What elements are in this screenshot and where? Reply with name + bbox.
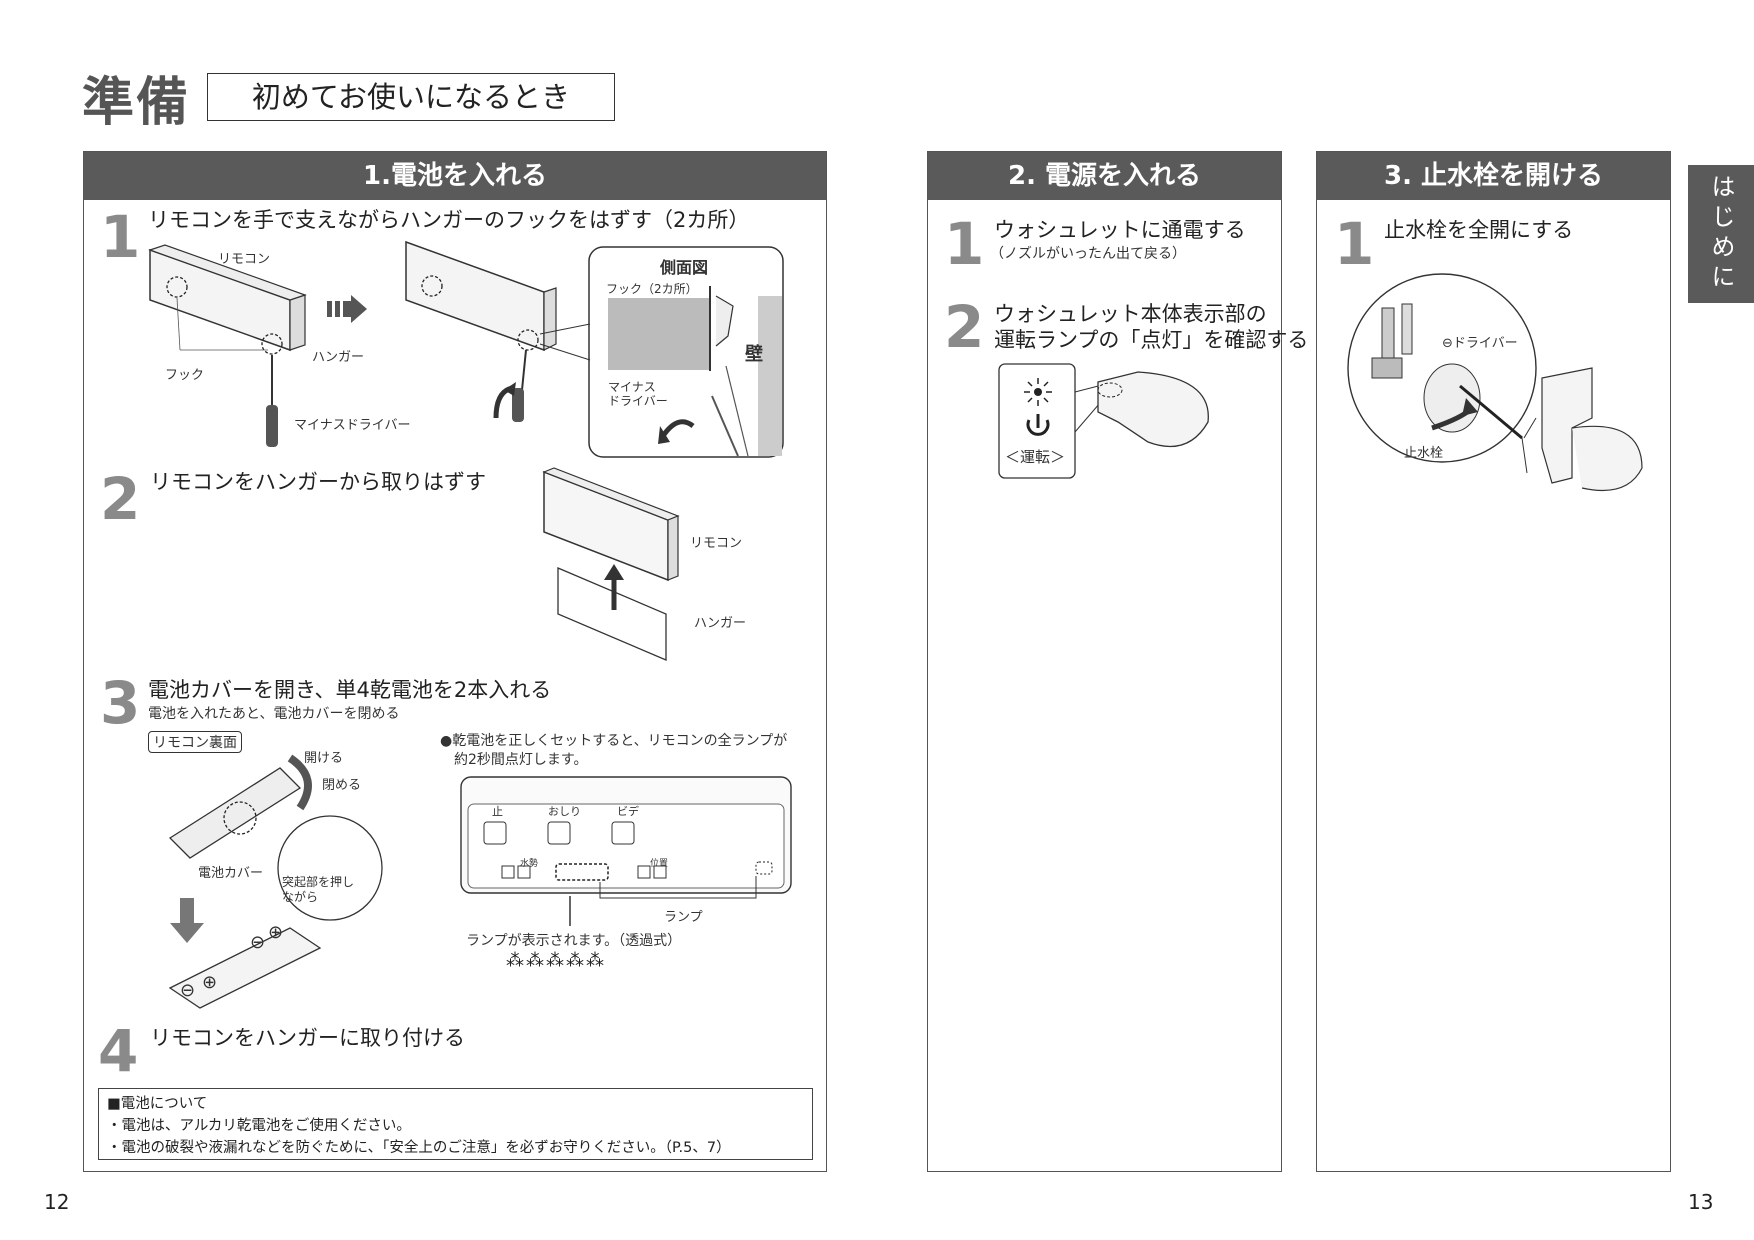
step-subtext: （ノズルがいったん出て戻る） xyxy=(990,246,1186,262)
step-text: ウォシュレット本体表示部の xyxy=(994,302,1267,326)
remote-position-label: 位置 xyxy=(650,859,669,869)
label-open: 開ける xyxy=(304,751,344,766)
step-number: 3 xyxy=(100,669,141,737)
label-remocon-2: リモコン xyxy=(690,536,743,551)
note-title: ■電池について xyxy=(107,1096,208,1112)
lamp-note-a: ●乾電池を正しくセットすると、リモコンの全ランプが xyxy=(440,733,788,749)
remote-btn-stop: 止 xyxy=(492,805,503,818)
svg-text:⊕: ⊕ xyxy=(268,922,283,943)
step-number: 1 xyxy=(944,210,985,278)
label-back-side: リモコン裏面 xyxy=(148,731,242,753)
label-press-b: ながら xyxy=(282,890,319,904)
label-close: 閉める xyxy=(322,778,362,793)
label-driver-a: マイナス xyxy=(608,380,656,394)
page-subtitle: 初めてお使いになるとき xyxy=(207,73,615,121)
lamp-display-note: ランプが表示されます。（透過式） xyxy=(466,933,682,949)
label-minus-driver: ⊖ドライバー xyxy=(1442,336,1518,351)
svg-text:⊕: ⊕ xyxy=(202,972,217,993)
step-text: 止水栓を全開にする xyxy=(1384,218,1574,242)
step-subtext: 電池を入れたあと、電池カバーを閉める xyxy=(148,706,400,722)
stop-valve-illustration xyxy=(1347,273,1643,492)
note-line: ・電池は、アルカリ乾電池をご使用ください。 xyxy=(107,1118,411,1134)
step-number: 2 xyxy=(944,293,985,361)
power-lamp-illustration xyxy=(998,363,1209,479)
step-text: 電池カバーを開き、単4乾電池を2本入れる xyxy=(148,678,552,702)
svg-text:⊖: ⊖ xyxy=(250,932,265,953)
step-text: ウォシュレットに通電する xyxy=(994,218,1246,242)
page-title: 準備 xyxy=(82,73,191,133)
lamp-note-b: 約2秒間点灯します。 xyxy=(454,752,588,768)
label-stop-valve: 止水栓 xyxy=(1404,446,1444,461)
note-line: ・電池の破裂や液漏れなどを防ぐために、「安全上のご注意」を必ずお守りください。（… xyxy=(107,1140,731,1156)
remote-water-label: 水勢 xyxy=(520,859,539,869)
panel-battery: 1.電池を入れる xyxy=(83,151,827,1172)
remote-removed-illustration xyxy=(405,240,557,422)
label-hook: フック xyxy=(165,368,205,383)
panel-power: 2. 電源を入れる xyxy=(927,151,1282,1172)
label-lamp: ランプ xyxy=(664,910,703,925)
label-remocon: リモコン xyxy=(218,252,271,267)
panel-power-heading: 2. 電源を入れる xyxy=(928,152,1281,200)
panel-valve-heading: 3. 止水栓を開ける xyxy=(1317,152,1670,200)
step-number: 4 xyxy=(98,1017,139,1085)
step-number: 1 xyxy=(1334,210,1375,278)
remote-btn-bidet: ビデ xyxy=(617,805,639,818)
remote-front-panel xyxy=(460,776,792,926)
label-unten: ＜運転＞ xyxy=(1005,448,1066,466)
svg-text:⊖: ⊖ xyxy=(180,980,195,1001)
label-hook-2: フック（2カ所） xyxy=(606,282,698,296)
label-driver-b: ドライバー xyxy=(608,394,668,408)
lamp-lit-icons: ⁂⁂⁂⁂⁂ xyxy=(506,950,606,971)
label-battery-cover: 電池カバー xyxy=(198,866,264,881)
battery-note: ■電池について ・電池は、アルカリ乾電池をご使用ください。 ・電池の破裂や液漏れ… xyxy=(98,1088,813,1160)
remote-hanger-illustration xyxy=(148,244,307,447)
label-hanger: ハンガー xyxy=(312,350,365,365)
section-tab: はじめに xyxy=(1688,165,1754,303)
step-text: リモコンを手で支えながらハンガーのフックをはずす（2カ所） xyxy=(148,208,750,232)
step-text: リモコンをハンガーに取り付ける xyxy=(150,1026,465,1050)
panel-valve: 3. 止水栓を開ける xyxy=(1316,151,1671,1172)
step-text: リモコンをハンガーから取りはずす xyxy=(150,470,486,494)
label-press-a: 突起部を押し xyxy=(282,875,355,889)
label-hanger-2: ハンガー xyxy=(694,616,747,631)
step-text: 運転ランプの「点灯」を確認する xyxy=(994,328,1309,352)
remote-btn-rear: おしり xyxy=(548,805,581,818)
page-number-right: 13 xyxy=(1688,1190,1714,1214)
step-number: 1 xyxy=(100,203,141,271)
battery-cover-illustration: ⊖ ⊕ ⊕ ⊖ xyxy=(168,754,383,1009)
label-driver: マイナスドライバー xyxy=(294,418,411,433)
side-view-diagram xyxy=(588,246,784,458)
page-number-left: 12 xyxy=(44,1190,70,1214)
step-number: 2 xyxy=(100,465,141,533)
label-wall: 壁 xyxy=(745,344,763,365)
arrow-right-icon xyxy=(327,295,367,323)
panel-battery-heading: 1.電池を入れる xyxy=(84,152,826,200)
connector-lines xyxy=(539,323,591,361)
remote-lift-illustration xyxy=(542,467,680,661)
label-side-view: 側面図 xyxy=(660,258,709,277)
